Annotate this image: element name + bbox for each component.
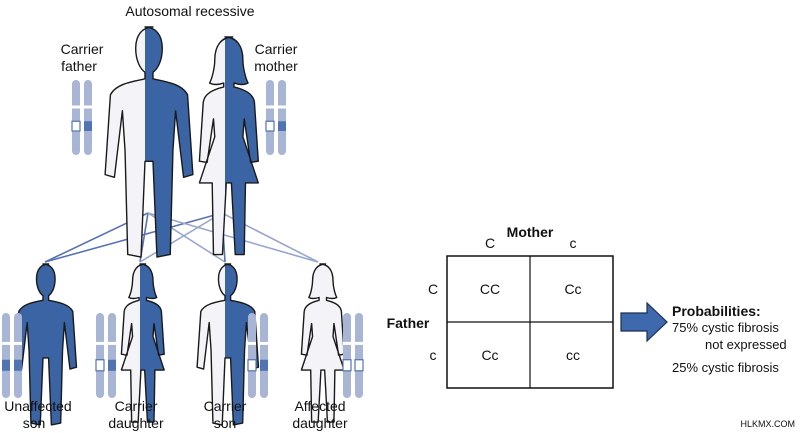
mother-label: Carrier mother <box>254 41 298 74</box>
chromosome-pair <box>2 313 22 398</box>
father-label-line1: Carrier <box>61 41 104 57</box>
boy-silhouette <box>196 263 260 426</box>
father-allele-1: C <box>428 281 438 297</box>
child-2-label-line2: daughter <box>108 415 164 431</box>
probabilities: Probabilities: 75% cystic fibrosis not e… <box>672 303 787 375</box>
child-3-label-line1: Carrier <box>204 398 247 414</box>
child-1-label-line1: Unaffected <box>4 398 71 414</box>
woman-silhouette <box>198 36 259 256</box>
boy-silhouette <box>14 263 78 426</box>
right-arrow-icon <box>620 301 668 343</box>
inheritance-line <box>139 212 223 263</box>
child-labels: Unaffected son Carrier daughter Carrier … <box>4 398 348 431</box>
father-axis-label: Father <box>387 315 430 331</box>
child-4-label-line2: daughter <box>292 415 348 431</box>
chromosome-pair <box>95 313 116 398</box>
punnett-cell: cc <box>566 347 580 363</box>
mother-label-line1: Carrier <box>255 41 298 57</box>
punnett-square: Mother C c Father C c CC Cc Cc cc <box>387 224 614 389</box>
child-2-label-line1: Carrier <box>115 398 158 414</box>
girl-silhouette <box>300 263 345 423</box>
mother-allele-2: c <box>570 235 577 251</box>
chromosome-pair <box>265 80 286 155</box>
probabilities-heading: Probabilities: <box>672 303 761 319</box>
punnett-cell: Cc <box>481 347 498 363</box>
probability-line-2: not expressed <box>705 337 787 352</box>
probability-line-1: 75% cystic fibrosis <box>672 320 779 335</box>
punnett-cell: Cc <box>564 281 581 297</box>
chromosome-pairs <box>2 80 364 398</box>
child-1-label-line2: son <box>23 415 46 431</box>
girl-silhouette <box>120 263 165 423</box>
mother-axis-label: Mother <box>507 224 554 240</box>
watermark: HLKMX.COM <box>740 419 795 429</box>
chromosome-pair <box>71 80 92 155</box>
father-allele-2: c <box>430 347 437 363</box>
diagram-title: Autosomal recessive <box>125 3 254 19</box>
punnett-cell: CC <box>480 281 500 297</box>
mother-allele-1: C <box>485 235 495 251</box>
chromosome-pair <box>342 313 364 398</box>
figures <box>14 26 345 426</box>
probability-line-3: 25% cystic fibrosis <box>672 360 779 375</box>
father-label: Carrier father <box>61 41 104 74</box>
child-3-label-line2: son <box>214 415 237 431</box>
chromosome-pair <box>247 313 268 398</box>
mother-label-line2: mother <box>254 58 298 74</box>
inheritance-line <box>147 212 319 263</box>
man-silhouette <box>104 26 194 258</box>
child-4-label-line1: Affected <box>294 398 345 414</box>
inheritance-lines <box>44 212 319 263</box>
father-label-line2: father <box>61 58 97 74</box>
